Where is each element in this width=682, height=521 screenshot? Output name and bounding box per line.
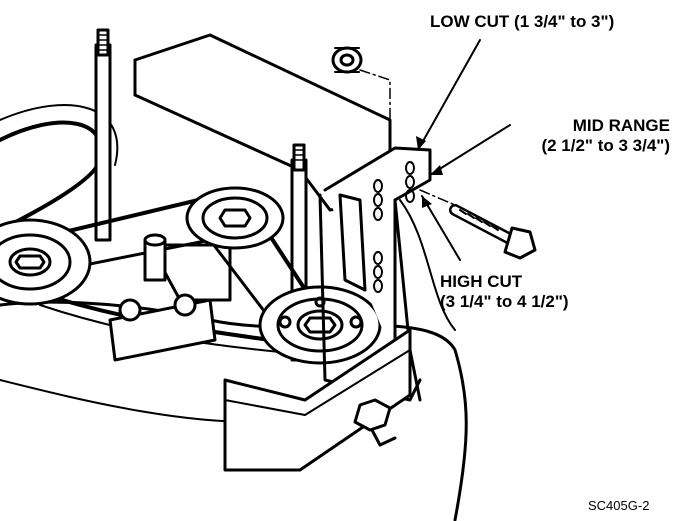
flange-bolt-icon [449, 204, 537, 260]
leader-lines [417, 39, 511, 261]
idler-arm [108, 233, 217, 362]
belt-left [0, 120, 104, 232]
pulley-left [0, 218, 92, 306]
pulley-right [258, 285, 382, 365]
low-cut-text: LOW CUT (1 3/4" to 3") [430, 12, 615, 31]
idler-bracket [148, 243, 232, 302]
stud-left [94, 28, 112, 242]
adjustment-holes [373, 161, 415, 293]
lock-nut-icon [331, 46, 363, 74]
arrow-head-mid-range [430, 165, 443, 175]
wing-nut-icon [353, 398, 397, 447]
deck-side-curve [399, 199, 456, 331]
low-cut-label: LOW CUT (1 3/4" to 3") [430, 12, 614, 32]
high-cut-text: HIGH CUT [440, 272, 523, 291]
mid-range-text: MID RANGE [572, 116, 670, 135]
mid-range-label: MID RANGE (2 1/2" to 3 3/4") [541, 116, 670, 156]
arrow-head-low-cut [416, 136, 426, 150]
assembly-guide-line [359, 69, 456, 206]
deck-box [223, 328, 412, 472]
high-cut-label: HIGH CUT (3 1/4" to 4 1/2") [440, 272, 569, 312]
pulley-center [185, 186, 285, 250]
figure-code: SC405G-2 [588, 498, 650, 513]
high-cut-range: (3 1/4" to 4 1/2") [440, 292, 569, 311]
mid-range-range: (2 1/2" to 3 3/4") [541, 136, 670, 155]
arrow-head-high-cut [422, 196, 432, 208]
